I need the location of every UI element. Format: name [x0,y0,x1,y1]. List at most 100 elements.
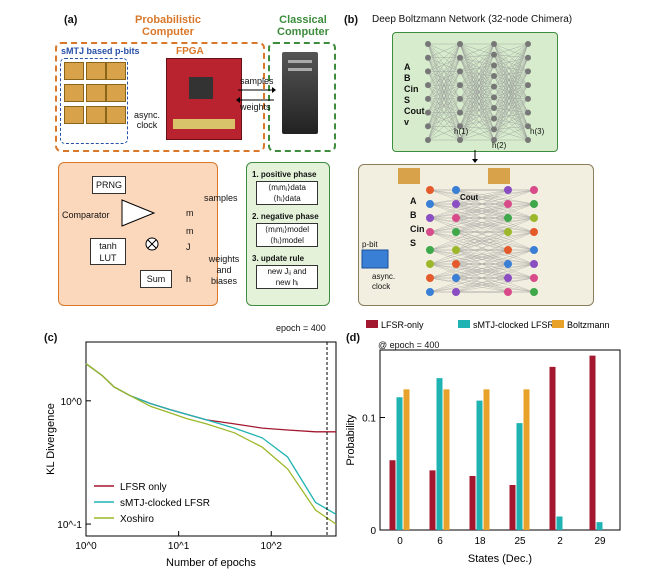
dbn-edge [493,43,529,87]
dbn-edge [459,126,495,141]
smtj-chip [106,62,126,80]
bar [389,460,396,530]
chimera-node [426,246,434,254]
dbn-node [491,137,497,143]
dbn-edge [459,57,495,130]
dbn-edge [459,71,495,141]
dbn-edge [493,65,529,127]
comparator-label: Comparator [62,210,110,220]
bar [476,400,483,530]
chimera-edge [455,231,509,251]
dbn-node [491,73,497,79]
dbn-edge [493,129,529,141]
dbn-edge [493,43,529,130]
dbn-edge [427,71,461,141]
dbn-node [491,126,497,133]
x-tick-label: 0 [397,536,403,547]
dbn-edge [459,118,495,127]
dbn-edge [493,54,529,127]
chimera-edge [455,263,509,279]
weights-label: weights [240,102,271,112]
dbn-edge [493,84,529,98]
bar [596,522,603,530]
visible-label: Cin [404,84,419,94]
dbn-node [491,94,497,101]
dbn-edge [493,71,529,130]
legend-entry: Xoshiro [120,514,154,525]
dbn-node [491,62,497,69]
dbn-node [491,41,497,47]
smtj-label: sMTJ based p-bits [61,46,140,56]
dbn-node [491,115,497,122]
dbn-edge [493,57,529,98]
dbn-edge [459,86,495,141]
dbn-edge [493,71,529,119]
server-slot-icon [288,68,312,71]
chimera-network-box [358,164,594,306]
dbn-edge [459,43,495,87]
bar [509,485,516,530]
phase2-title: 2. negative phase [252,212,319,221]
phase1-box: ⟨mᵢmⱼ⟩data ⟨hᵢ⟩data [256,181,318,205]
dbn-node [457,137,463,143]
dbn-edge [493,86,529,141]
phase3-title: 3. update rule [252,254,305,263]
dbn-node [525,123,531,130]
panel-c-letter: (c) [44,332,58,344]
classical-computer-title: Classical Computer [277,14,329,38]
dbn-edge [427,43,461,72]
weights-biases-label: weights and biases [208,254,240,286]
dbn-edge [459,43,495,98]
hidden-label-h3: h(3) [530,127,545,136]
output-m-label: m [186,208,194,218]
dbn-edge [493,65,529,113]
async-clock-label-b: async. clock [372,272,396,291]
phase1-line-a: ⟨mᵢmⱼ⟩data [268,183,306,192]
dbn-edge [459,86,495,127]
dbn-edge [493,57,529,109]
hidden-label-h1: h(1) [454,127,469,136]
samples-weights-arrows [236,87,276,103]
dbn-edge [459,43,495,86]
dbn-edge [493,71,529,87]
chimera-node [530,200,538,208]
chimera-node [530,246,538,254]
dbn-edge [427,98,461,141]
dbn-edge [427,126,461,141]
input-h-label: h [186,274,192,284]
dbn-edge [493,65,529,72]
chimera-node [452,260,460,268]
chimera-node [452,274,460,282]
smtj-chip [86,84,106,102]
bar [436,378,443,530]
chimera-label: A [410,196,417,206]
async-clock-label: async. clock [133,110,160,130]
chimera-node [452,186,460,194]
dbn-edge [493,43,529,58]
bar [443,389,450,530]
chimera-edge [455,189,535,205]
y-tick-label: 10^0 [61,397,83,408]
chimera-node [452,200,460,208]
dbn-edge [459,97,495,141]
dbn-edge [459,97,495,100]
dbn-edge [459,71,495,130]
x-tick-label: 18 [474,536,486,547]
chimera-label: S [410,238,417,248]
chimera-edge [429,231,509,265]
server-slot-icon [288,60,312,63]
phase2-box: ⟨mᵢmⱼ⟩model ⟨hᵢ⟩model [256,223,318,247]
chimera-edge [455,189,535,219]
dbn-edge [493,71,529,141]
server-icon [282,52,318,134]
chimera-edge [455,249,535,279]
chimera-edge [455,263,535,279]
comparator-icon [121,199,156,227]
pbit-logic-box [58,162,218,306]
dbn-edge [493,85,529,130]
samples-label-2: samples [204,193,238,203]
dbn-node [525,54,531,61]
phase1-title: 1. positive phase [252,170,317,179]
pbit-chip-icon [361,249,389,269]
bar [549,366,556,530]
